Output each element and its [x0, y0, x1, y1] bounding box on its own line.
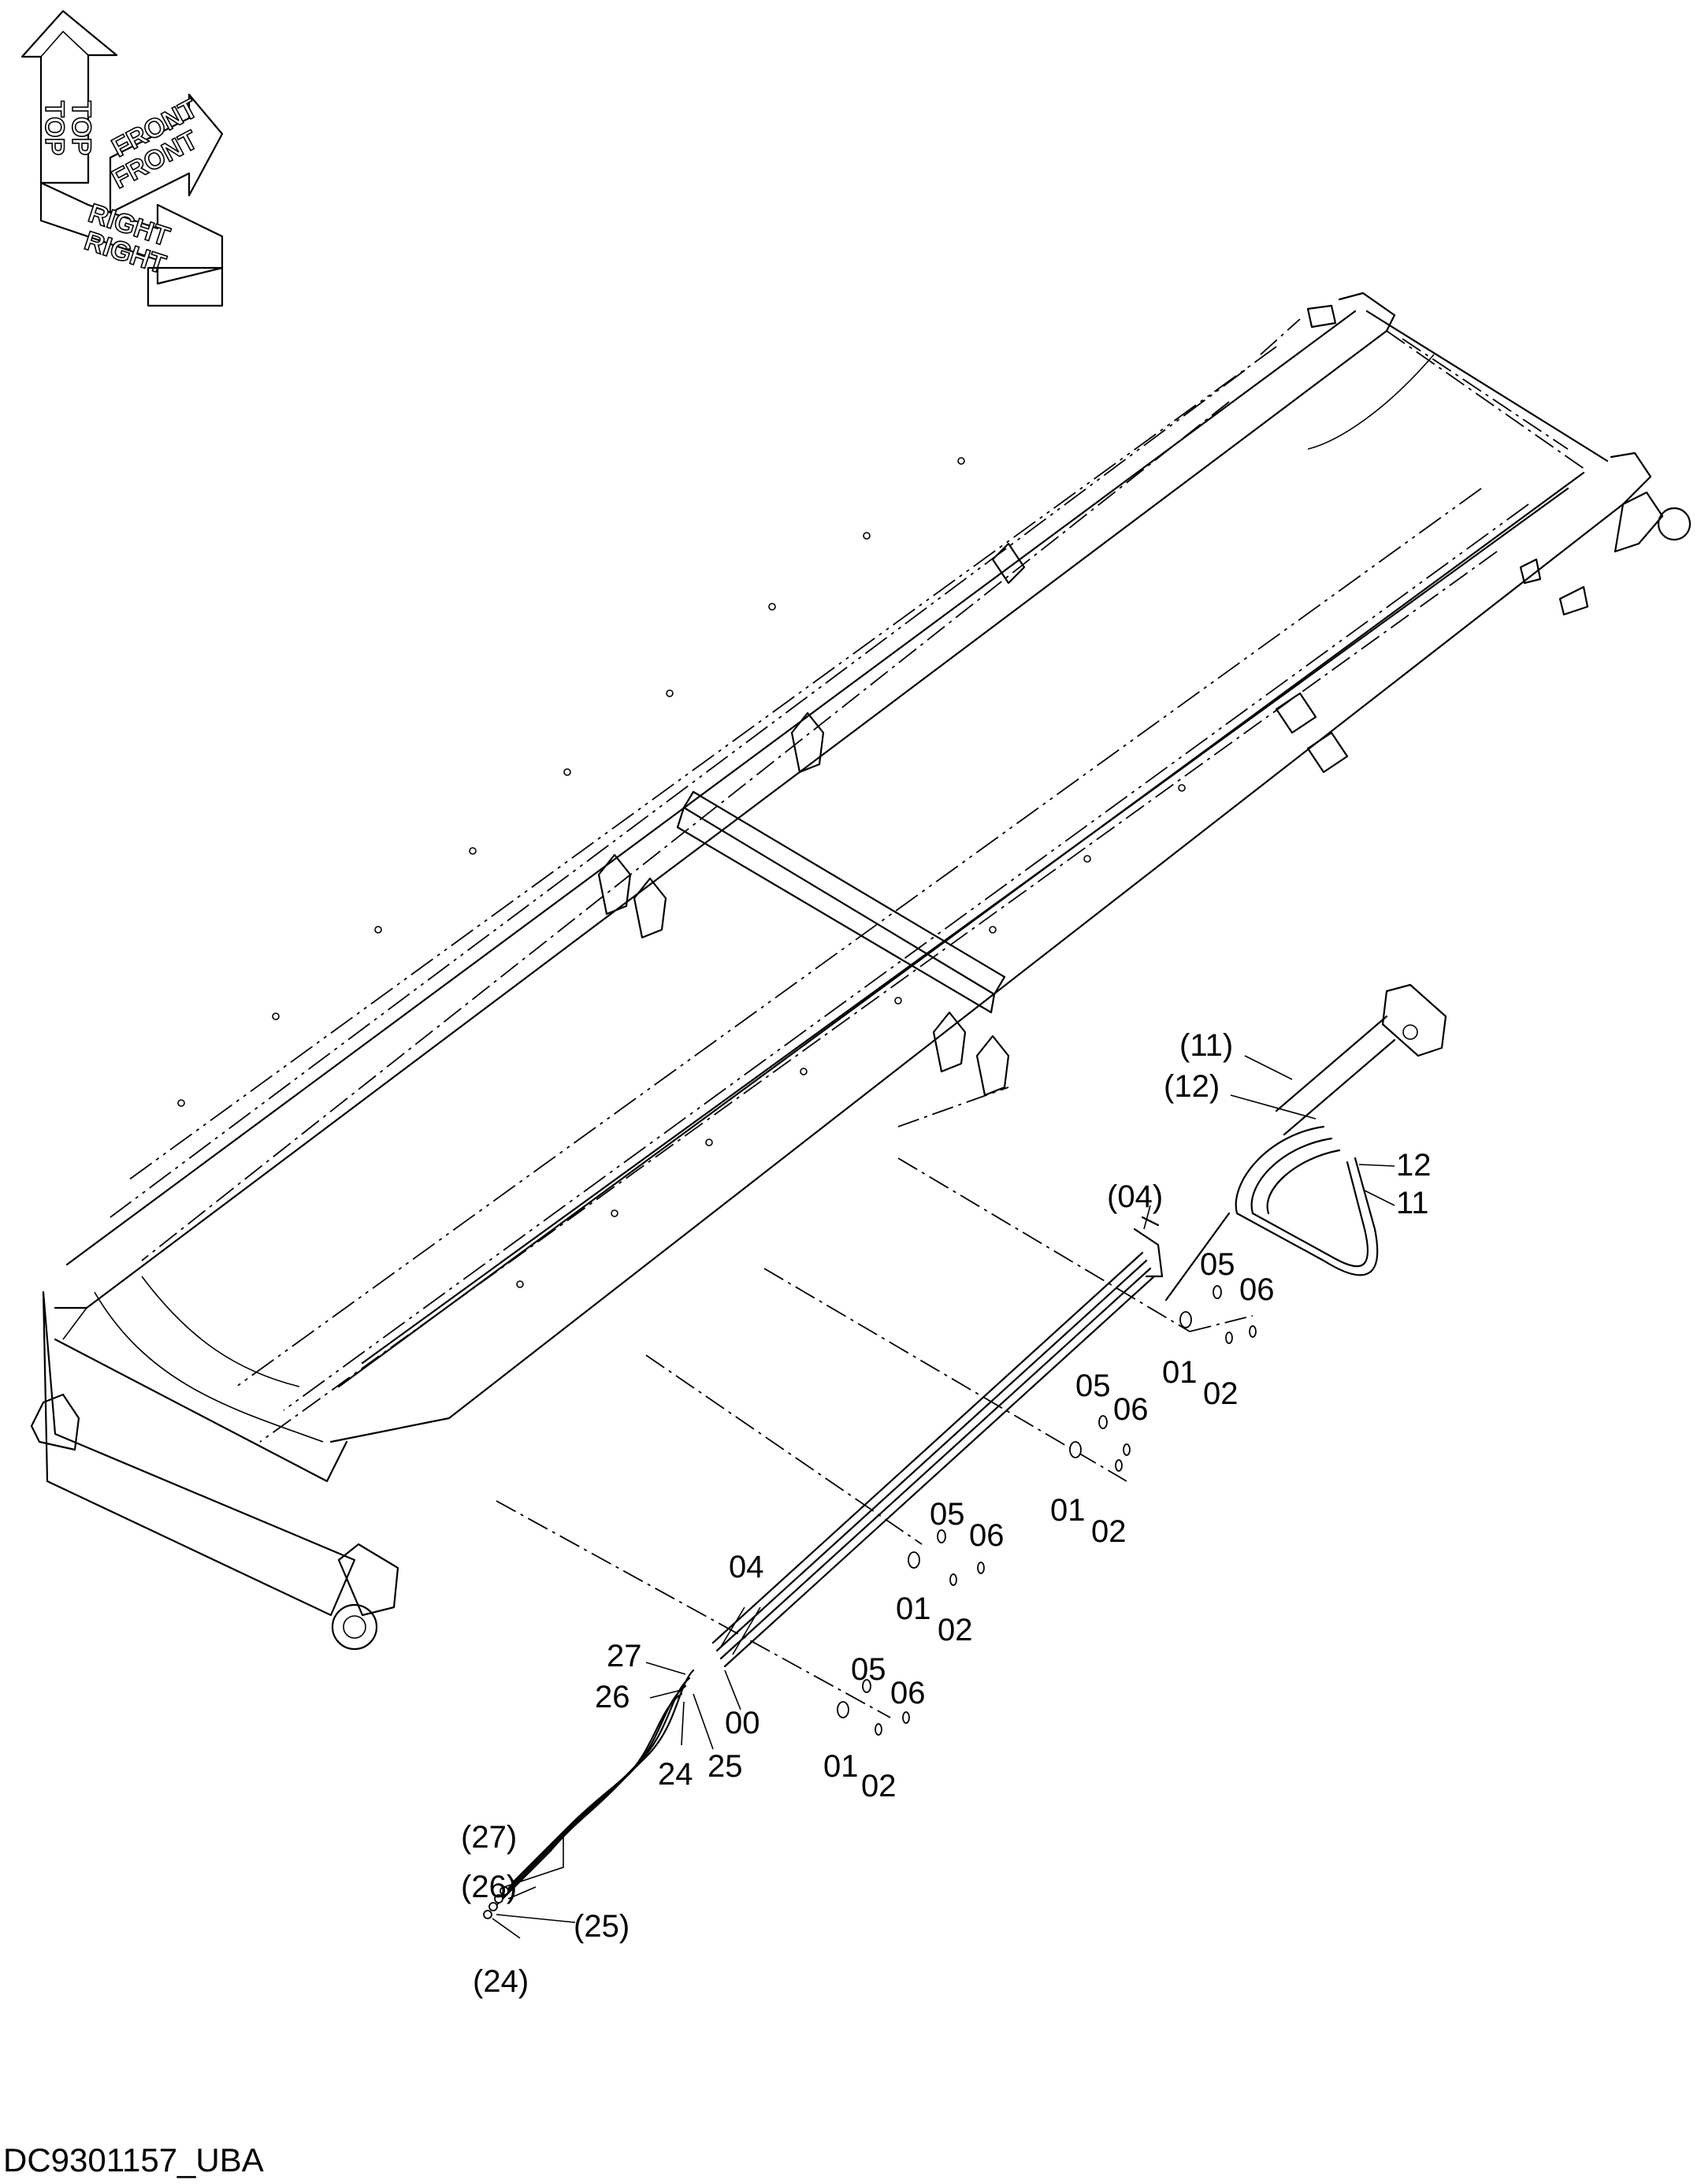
callout-labels: (11) (12) 12 11 (04) 05 06 01 02 05 06 0… [461, 1028, 1432, 1999]
callout-25: 25 [708, 1749, 743, 1784]
callout-06-b: 06 [1113, 1392, 1149, 1427]
callout-06-d: 06 [890, 1676, 926, 1710]
assembly-lines [496, 1086, 1253, 1718]
callout-01-d: 01 [823, 1749, 859, 1784]
callout-24-paren: (24) [473, 1964, 529, 1999]
hose-bundle [711, 1216, 1164, 1668]
callout-05-b: 05 [1075, 1369, 1111, 1403]
callout-25-paren: (25) [574, 1909, 630, 1944]
hose-loop [1164, 1125, 1379, 1302]
callout-01-b: 01 [1050, 1493, 1086, 1528]
callout-12: 12 [1396, 1148, 1432, 1183]
top-label-shadow: TOP [66, 101, 96, 155]
callout-02-b: 02 [1091, 1514, 1127, 1549]
callout-04: 04 [729, 1550, 764, 1584]
top-label: TOP [39, 101, 69, 155]
callout-26-paren: (26) [461, 1870, 517, 1904]
callout-12-paren: (12) [1164, 1069, 1220, 1104]
clamp-hardware [837, 1285, 1257, 1736]
leader-lines [492, 1055, 1395, 1939]
lower-hoses [483, 1669, 695, 1919]
callout-06-c: 06 [969, 1518, 1005, 1553]
callout-11: 11 [1396, 1186, 1429, 1220]
conveyor-frame [30, 292, 1692, 1651]
callout-02-c: 02 [938, 1613, 973, 1647]
mounting-bracket [1275, 983, 1447, 1136]
callout-27-paren: (27) [461, 1820, 517, 1855]
callout-06-a: 06 [1239, 1272, 1275, 1307]
callout-05-c: 05 [930, 1497, 965, 1532]
callout-26: 26 [595, 1680, 630, 1714]
callout-05-d: 05 [851, 1652, 886, 1687]
callout-00: 00 [725, 1706, 760, 1740]
callout-01-a: 01 [1162, 1355, 1198, 1390]
drawing-code: DC9301157_UBA [3, 2141, 264, 2178]
callout-11-paren: (11) [1179, 1028, 1233, 1063]
callout-24: 24 [658, 1757, 693, 1792]
callout-04-paren: (04) [1107, 1179, 1163, 1214]
callout-27: 27 [607, 1639, 642, 1673]
orientation-indicator: TOP TOP FRONT FRONT RIGHT RIGHT [20, 9, 224, 307]
callout-02-d: 02 [861, 1769, 897, 1803]
callout-01-c: 01 [896, 1592, 931, 1626]
callout-02-a: 02 [1203, 1376, 1239, 1411]
rail-holes [177, 457, 1186, 1288]
callout-05-a: 05 [1200, 1247, 1235, 1282]
